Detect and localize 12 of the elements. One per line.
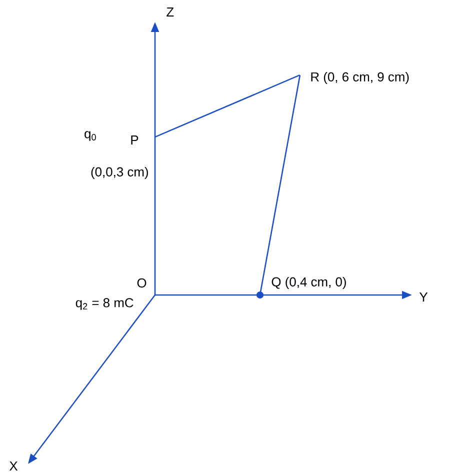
origin-label: O (137, 278, 146, 288)
point-label: Q (0,4 cm, 0) (272, 276, 346, 290)
point-note: (0,0,3 cm) (91, 166, 148, 180)
axis-label: X (10, 462, 18, 470)
axis-label: Z (166, 8, 174, 16)
axis-label: Y (419, 292, 428, 302)
charge-label: q$_{2}$ = 8 mC (76, 298, 134, 310)
line (259, 75, 301, 295)
line (154, 74, 300, 138)
point-label: P (131, 136, 138, 144)
point-note: q$_{0}$ (84, 131, 96, 141)
point-label: R (0, 6 cm, 9 cm) (311, 72, 409, 84)
